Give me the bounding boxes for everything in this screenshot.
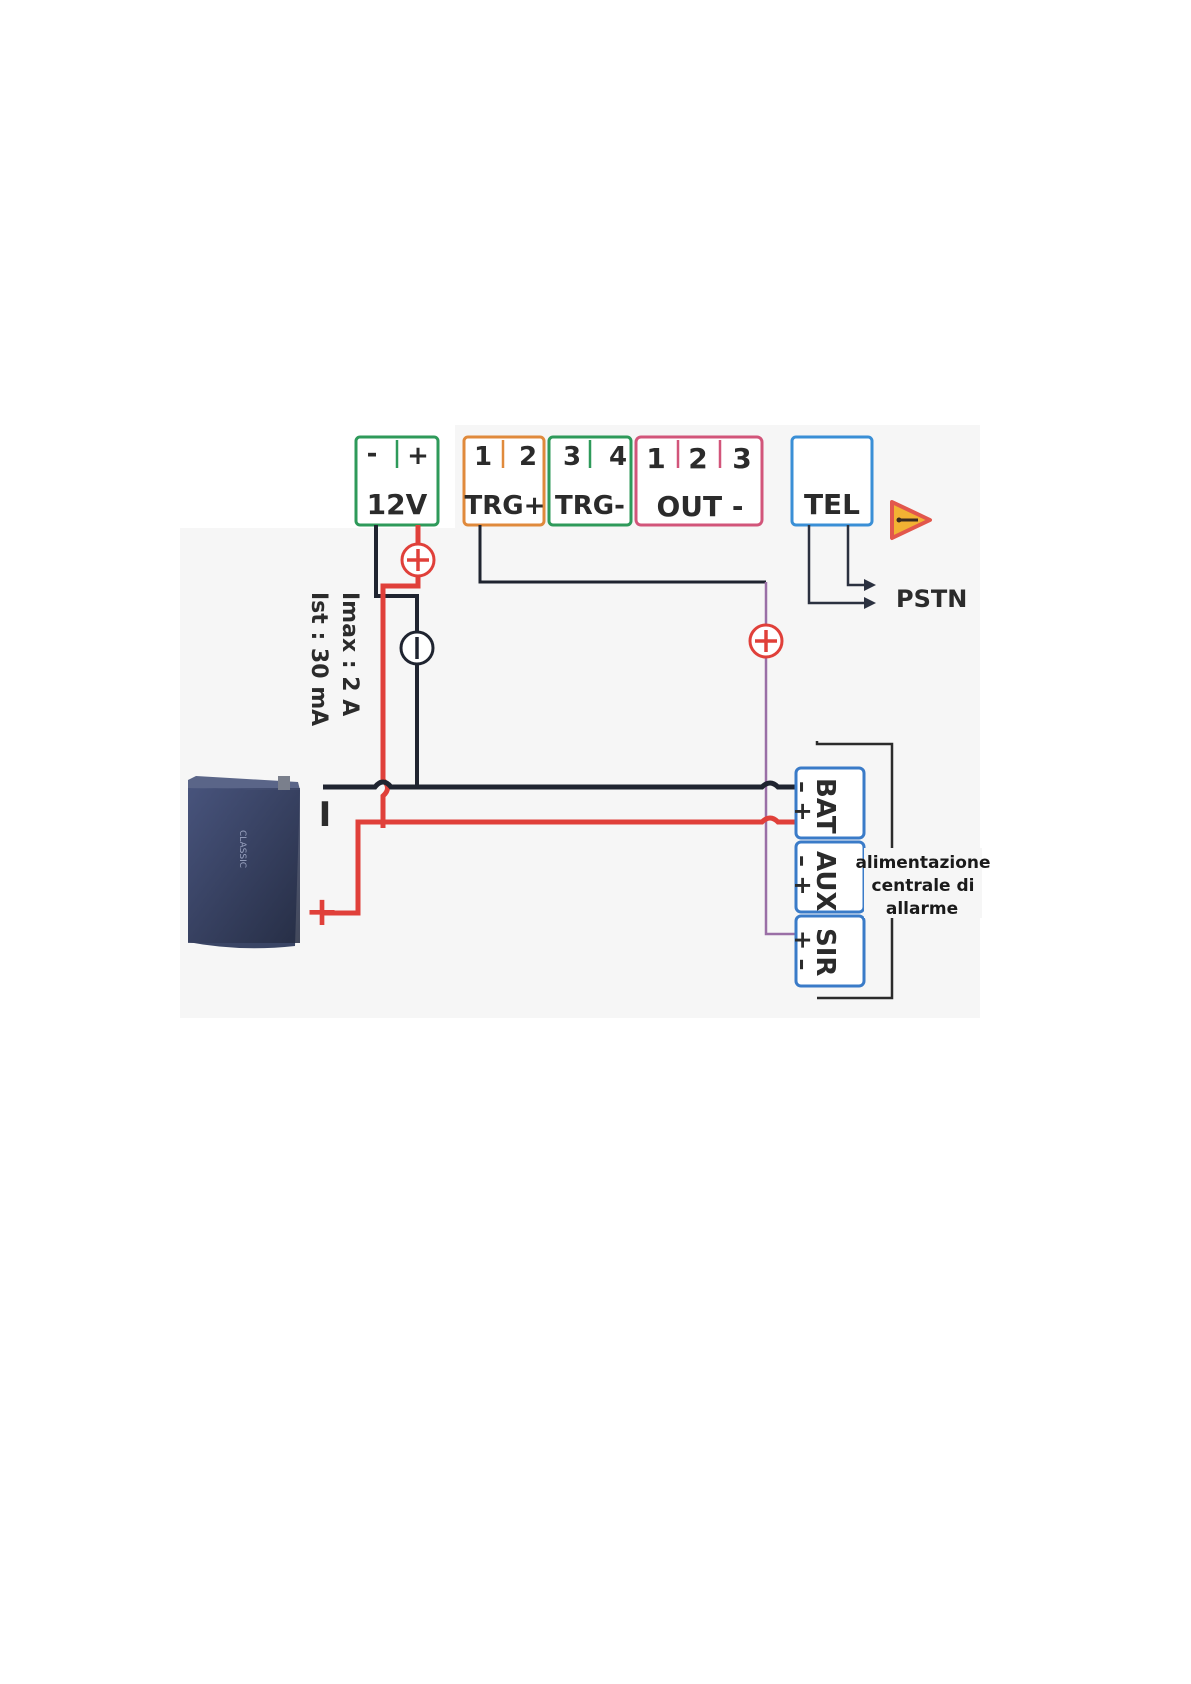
terminal-trg-minus-pin4: 4: [609, 442, 627, 472]
terminal-trg-plus-pin1: 1: [474, 442, 492, 472]
battery-plus-label: +: [305, 889, 339, 935]
terminal-trg-minus-pin3: 3: [563, 442, 581, 472]
terminal-12v-label: 12V: [367, 488, 428, 521]
minus-symbol-icon: [401, 632, 433, 664]
plus-symbol-icon: [402, 544, 434, 576]
terminal-12v-minus: -: [367, 439, 378, 469]
terminal-trg-plus-pin2: 2: [519, 442, 537, 472]
note-line1: alimentazione: [855, 853, 990, 873]
panel-sir: SIR + –: [789, 916, 864, 986]
current-imax: Imax : 2 A: [337, 592, 362, 716]
battery-image: CLASSIC: [188, 776, 300, 948]
note-line2: centrale di: [872, 876, 975, 896]
terminal-out-pin2: 2: [688, 442, 707, 475]
terminal-out-label: OUT -: [656, 490, 743, 523]
plus-symbol-icon-out: [750, 625, 782, 657]
terminal-trg-plus-label: TRG+: [465, 491, 546, 521]
terminal-out-pin1: 1: [646, 442, 665, 475]
terminal-12v: - + 12V: [356, 437, 438, 525]
terminal-out: 1 2 3 OUT -: [636, 437, 762, 525]
panel-bat-signs: – +: [789, 781, 817, 821]
terminal-trg-minus: 3 4 TRG-: [549, 437, 631, 525]
terminal-out-pin3: 3: [732, 442, 751, 475]
panel-sir-signs: + –: [789, 930, 817, 970]
current-ist: Ist : 30 mA: [306, 592, 331, 726]
note-line3: allarme: [886, 899, 958, 919]
panel-bat: BAT – +: [789, 768, 864, 838]
terminal-trg-plus: 1 2 TRG+: [464, 437, 545, 525]
pstn-label: PSTN: [896, 585, 967, 613]
terminal-trg-minus-label: TRG-: [555, 491, 625, 521]
battery-minus-label: I: [319, 795, 332, 835]
panel-aux-signs: – +: [789, 855, 817, 895]
terminal-12v-plus: +: [407, 441, 429, 471]
terminal-tel-label: TEL: [804, 488, 860, 521]
terminal-tel: TEL: [792, 437, 872, 525]
panel-aux: AUX – +: [789, 842, 864, 912]
svg-text:CLASSIC: CLASSIC: [237, 830, 247, 868]
